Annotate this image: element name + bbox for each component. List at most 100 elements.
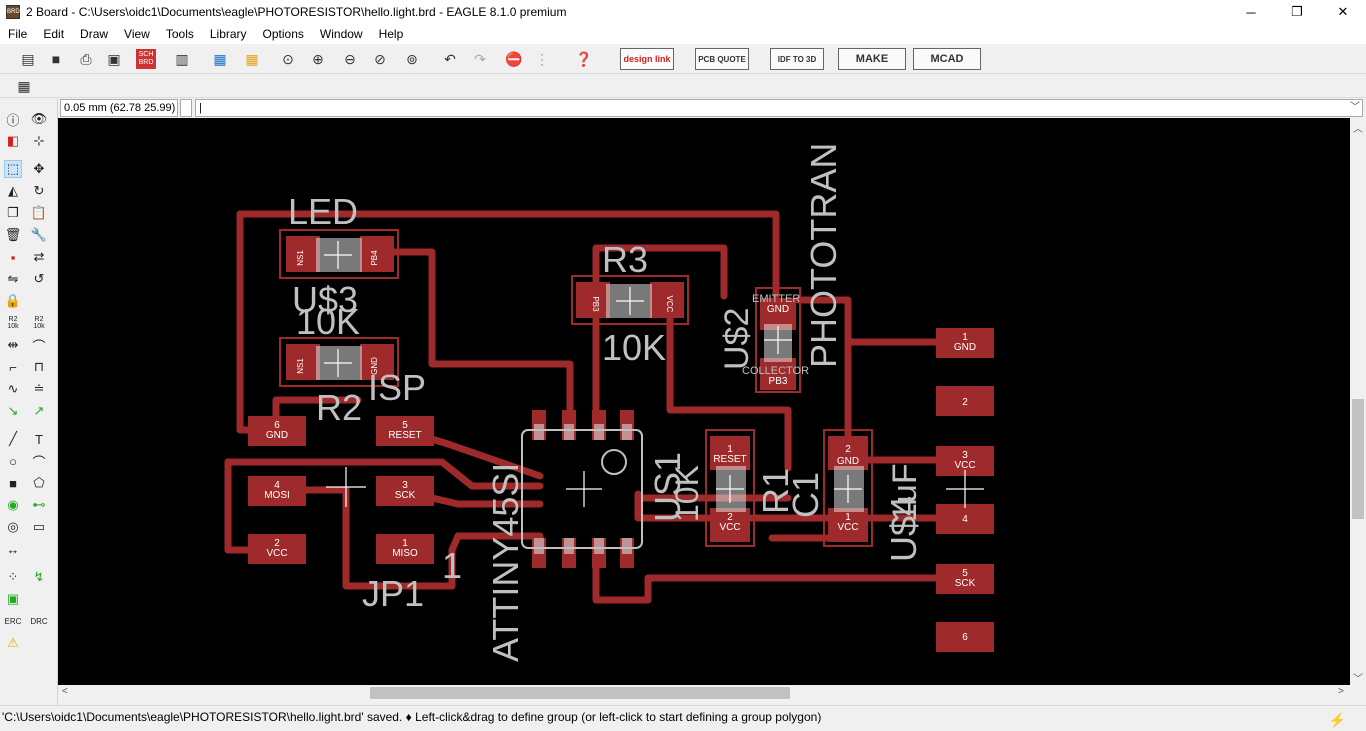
circle-icon[interactable]: ○: [9, 453, 17, 469]
trace: [224, 458, 544, 490]
move-icon[interactable]: ✥: [33, 161, 45, 176]
menu-file[interactable]: File: [8, 27, 28, 41]
pad-text: GND: [837, 456, 859, 467]
route-icon[interactable]: ↘: [7, 403, 19, 418]
command-input[interactable]: | ﹀: [195, 99, 1363, 117]
add-icon[interactable]: ▪: [10, 249, 16, 265]
ratsnest-board-icon[interactable]: ▣: [6, 591, 20, 606]
show-icon[interactable]: 👁: [30, 111, 48, 126]
menu-help[interactable]: Help: [378, 27, 404, 41]
paste-icon[interactable]: 📋: [30, 205, 48, 220]
save-icon[interactable]: ■: [51, 51, 61, 67]
dimension-icon[interactable]: ↔: [6, 541, 20, 557]
menu-view[interactable]: View: [124, 27, 150, 41]
menu-edit[interactable]: Edit: [43, 27, 65, 41]
script-icon[interactable]: ▦: [213, 50, 227, 67]
scroll-down-icon[interactable]: ﹀: [1353, 674, 1363, 685]
polygon-icon[interactable]: ⬠: [33, 475, 45, 490]
erc-icon[interactable]: ERC: [4, 616, 22, 626]
split-icon[interactable]: ⌐: [9, 359, 17, 375]
vertical-scrollbar[interactable]: ︿ ﹀: [1350, 118, 1366, 685]
outline-c1: [823, 429, 873, 547]
value-tool-icon[interactable]: R2 10k: [33, 316, 45, 330]
miter-icon[interactable]: ⌒: [32, 338, 46, 354]
zoom-redraw-icon[interactable]: ⊘: [374, 50, 386, 67]
trace: [794, 296, 852, 442]
group-icon[interactable]: ⬚: [4, 160, 22, 178]
arc-icon[interactable]: ⌒: [32, 454, 46, 470]
library-icon[interactable]: ▥: [175, 50, 189, 67]
mcad-button[interactable]: MCAD: [913, 48, 981, 70]
menu-options[interactable]: Options: [262, 27, 304, 41]
zoom-in-icon[interactable]: ⊕: [312, 50, 324, 67]
design-link-button[interactable]: design link: [620, 48, 674, 70]
ripup-icon[interactable]: ↗: [33, 403, 45, 418]
menu-tools[interactable]: Tools: [165, 27, 194, 41]
vertical-scroll-thumb[interactable]: [1352, 399, 1364, 519]
drc-icon[interactable]: DRC: [30, 616, 48, 626]
menu-draw[interactable]: Draw: [80, 27, 109, 41]
stop-icon[interactable]: ⛔: [505, 50, 523, 67]
zoom-fit-icon[interactable]: ⊙: [282, 50, 294, 67]
menu-window[interactable]: Window: [319, 27, 363, 41]
idf-to-3d-button[interactable]: IDF TO 3D: [770, 48, 824, 70]
label-isp: ISP: [368, 367, 426, 408]
cam-icon[interactable]: ▣: [107, 50, 121, 67]
display-layers-icon[interactable]: ◧: [6, 133, 20, 148]
print-icon[interactable]: ⎙: [80, 50, 92, 67]
horizontal-scroll-thumb[interactable]: [370, 687, 790, 699]
ratsnest-icon[interactable]: ⁘: [7, 569, 19, 584]
horizontal-scrollbar[interactable]: < >: [58, 685, 1350, 701]
grid-icon[interactable]: ▦: [17, 77, 31, 94]
diff-pair-icon[interactable]: ≐: [33, 381, 45, 396]
pad-text: 6: [962, 632, 968, 643]
board-canvas[interactable]: LED U$3 10K R2 ISP R3 10K U$2 PHOTOTRAN …: [58, 118, 1350, 685]
sch-brd-switch-icon[interactable]: SCH BRD: [136, 49, 156, 69]
minimize-button[interactable]: ─: [1246, 4, 1256, 20]
swap-icon[interactable]: ⇋: [7, 271, 19, 286]
close-button[interactable]: ✕: [1337, 4, 1349, 19]
scroll-up-icon[interactable]: ︿: [1353, 124, 1363, 135]
name-tool-icon[interactable]: R2 10k: [7, 316, 19, 330]
help-icon[interactable]: ❓: [575, 50, 593, 67]
copy-icon[interactable]: ❐: [7, 205, 19, 220]
replace-icon[interactable]: ⇄: [33, 249, 45, 264]
mirror-icon[interactable]: ◭: [8, 183, 18, 198]
ulp-icon[interactable]: ▦: [245, 50, 259, 67]
lock-icon[interactable]: 🔒: [4, 293, 22, 308]
smash-icon[interactable]: ⇹: [7, 337, 19, 352]
rotate-icon[interactable]: ↻: [33, 183, 45, 198]
signal-icon[interactable]: ⊷: [32, 497, 46, 512]
lock-rotate-icon[interactable]: ↺: [33, 271, 45, 286]
zoom-out-icon[interactable]: ⊖: [344, 50, 356, 67]
line-icon[interactable]: ╱: [9, 431, 17, 446]
maximize-button[interactable]: ❐: [1291, 4, 1303, 19]
hole-icon[interactable]: ◎: [7, 519, 19, 534]
chevron-down-icon[interactable]: ﹀: [1350, 102, 1360, 113]
lightning-icon[interactable]: ⚡: [1328, 712, 1346, 728]
board-drawing[interactable]: LED U$3 10K R2 ISP R3 10K U$2 PHOTOTRAN …: [58, 118, 1350, 685]
open-icon[interactable]: ▤: [21, 50, 35, 67]
info-icon[interactable]: ⓘ: [6, 112, 20, 128]
optimize-icon[interactable]: ⊓: [33, 359, 45, 374]
menu-library[interactable]: Library: [209, 27, 247, 41]
pad-led-2: [360, 236, 394, 272]
mark-icon[interactable]: ⊹: [33, 133, 45, 148]
autorouter-icon[interactable]: ↯: [33, 569, 45, 584]
delete-icon[interactable]: 🗑: [4, 227, 22, 242]
text-icon[interactable]: T: [35, 431, 43, 447]
go-icon[interactable]: ⋮: [535, 50, 549, 67]
redo-icon[interactable]: ↷: [474, 50, 486, 67]
scroll-left-icon[interactable]: <: [62, 686, 68, 697]
pcb-quote-button[interactable]: PCB QUOTE: [695, 48, 749, 70]
wrench-icon[interactable]: 🔧: [30, 227, 48, 242]
meander-icon[interactable]: ∿: [7, 381, 19, 396]
via-icon[interactable]: ◉: [7, 497, 19, 512]
attribute-icon[interactable]: ▭: [32, 519, 46, 534]
warning-icon[interactable]: ⚠: [7, 635, 19, 650]
rectangle-icon[interactable]: ■: [9, 475, 17, 491]
undo-icon[interactable]: ↶: [444, 50, 456, 67]
scroll-right-icon[interactable]: >: [1338, 686, 1344, 697]
make-button[interactable]: MAKE: [838, 48, 906, 70]
zoom-select-icon[interactable]: ⊚: [406, 50, 418, 67]
